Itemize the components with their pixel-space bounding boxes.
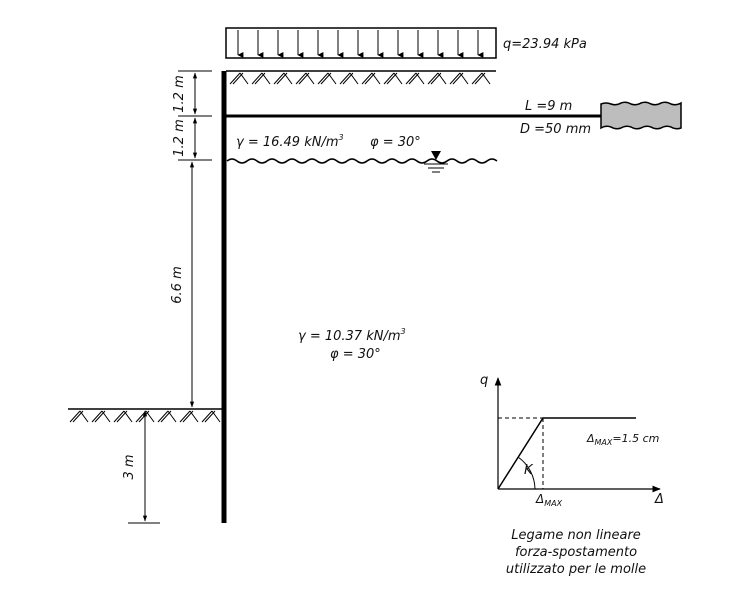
- hatch-stroke: [449, 72, 461, 85]
- ground-hatch-excavation: [69, 410, 221, 423]
- hatch-stroke: [123, 410, 133, 423]
- hatch-stroke: [69, 410, 81, 423]
- hatch-stroke: [239, 72, 249, 85]
- caption-line-2: forza-spostamento: [515, 545, 637, 560]
- hatch-stroke: [167, 410, 177, 423]
- hatch-stroke: [261, 72, 271, 85]
- hatch-stroke: [157, 410, 169, 423]
- hatch-stroke: [481, 72, 491, 85]
- hatch-stroke: [383, 72, 395, 85]
- hatch-stroke: [427, 72, 439, 85]
- water-table-icon: [431, 151, 441, 160]
- ground-hatch-top: [229, 72, 491, 85]
- layer1-friction-angle: φ = 30°: [370, 135, 421, 150]
- layer2-properties: γ = 10.37 kN/m3 φ = 30°: [298, 327, 406, 362]
- surcharge-box: [225, 27, 497, 59]
- hatch-stroke: [91, 410, 103, 423]
- ground-surface-top: [226, 70, 496, 85]
- stiffness-label: K: [524, 463, 534, 478]
- hatch-stroke: [393, 72, 403, 85]
- hatch-stroke: [211, 410, 221, 423]
- anchor-length-label: L =9 m: [525, 99, 572, 114]
- hatch-stroke: [101, 410, 111, 423]
- water-table: [226, 151, 498, 173]
- dimension-lines: 1.2 m 1.2 m 6.6 m 3 m: [122, 70, 212, 524]
- spring-law-curve: [497, 417, 636, 490]
- hatch-stroke: [361, 72, 373, 85]
- hatch-stroke: [251, 72, 263, 85]
- hatch-stroke: [179, 410, 191, 423]
- spring-law-chart: q Δ K ΔMAX ΔMAX=1.5 cm: [480, 373, 664, 508]
- hatch-stroke: [113, 410, 125, 423]
- hatch-stroke: [317, 72, 329, 85]
- hatch-stroke: [273, 72, 285, 85]
- hatch-stroke: [295, 72, 307, 85]
- dimension-label-2: 1.2 m: [172, 119, 187, 156]
- spring-law-caption: Legame non lineare forza-spostamento uti…: [506, 528, 646, 577]
- surcharge-label: q=23.94 kPa: [503, 37, 587, 52]
- hatch-stroke: [145, 410, 155, 423]
- hatch-stroke: [339, 72, 351, 85]
- ground-surface-excavation: [68, 408, 222, 423]
- hatch-stroke: [327, 72, 337, 85]
- hatch-stroke: [79, 410, 89, 423]
- caption-line-1: Legame non lineare: [511, 528, 641, 543]
- surcharge-load: q=23.94 kPa: [225, 27, 587, 59]
- water-level-line: [226, 158, 498, 164]
- hatch-stroke: [349, 72, 359, 85]
- hatch-stroke: [471, 72, 483, 85]
- dmax-value-label: ΔMAX=1.5 cm: [586, 432, 659, 447]
- stiffness-arc: [517, 456, 536, 490]
- hatch-stroke: [305, 72, 315, 85]
- surcharge-arrows: [237, 30, 484, 58]
- hatch-stroke: [415, 72, 425, 85]
- dimension-label-4: 3 m: [122, 454, 137, 479]
- hatch-stroke: [229, 72, 241, 85]
- hatch-stroke: [405, 72, 417, 85]
- q-axis-label: q: [480, 373, 488, 388]
- hatch-stroke: [459, 72, 469, 85]
- hatch-stroke: [371, 72, 381, 85]
- caption-line-3: utilizzato per le molle: [506, 562, 646, 577]
- hatch-stroke: [189, 410, 199, 423]
- delta-axis-label: Δ: [654, 492, 664, 507]
- layer1-unit-weight: γ = 16.49 kN/m3: [236, 133, 344, 150]
- anchor-diameter-label: D =50 mm: [520, 122, 591, 137]
- hatch-stroke: [283, 72, 293, 85]
- layer2-unit-weight: γ = 10.37 kN/m3: [298, 327, 406, 344]
- dimension-label-3: 6.6 m: [170, 266, 185, 303]
- anchor: L =9 m D =50 mm: [226, 99, 682, 137]
- dimension-label-1: 1.2 m: [172, 75, 187, 112]
- hatch-stroke: [201, 410, 213, 423]
- dmax-axis-label: ΔMAX: [535, 492, 563, 508]
- layer1-properties: γ = 16.49 kN/m3 φ = 30°: [236, 133, 421, 150]
- hatch-stroke: [437, 72, 447, 85]
- anchor-grout-body: [600, 101, 682, 130]
- layer2-friction-angle: φ = 30°: [330, 347, 381, 362]
